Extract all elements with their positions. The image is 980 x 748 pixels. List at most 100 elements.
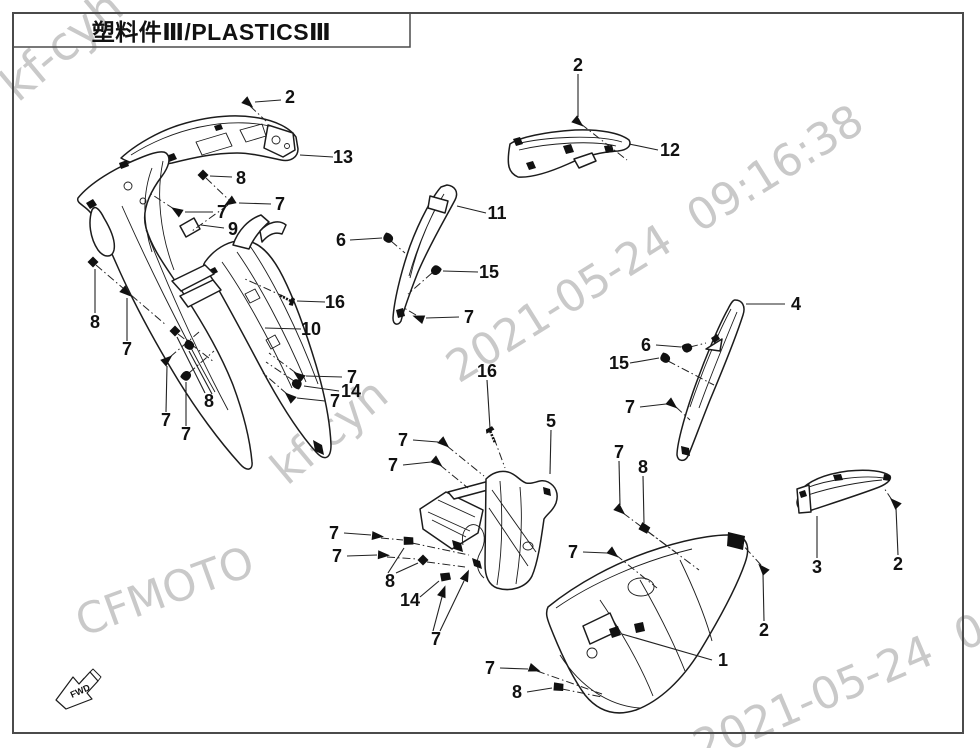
callout-label-12: 12 <box>660 140 680 160</box>
callout-label-6: 6 <box>641 335 651 355</box>
part-1-side-panel <box>545 532 749 714</box>
leader-line <box>499 667 529 670</box>
leader-line <box>402 461 432 466</box>
callout-label-7: 7 <box>330 391 340 411</box>
fastener-clip-icon <box>638 522 651 534</box>
leader-line <box>642 475 645 524</box>
callout-label-7: 7 <box>388 455 398 475</box>
fastener-axis-line <box>390 240 406 254</box>
callout-label-10: 10 <box>301 319 321 339</box>
callout-label-7: 7 <box>614 442 624 462</box>
callout-label-2: 2 <box>285 87 295 107</box>
leader-line <box>299 154 334 158</box>
fastener-axis-line <box>191 204 229 232</box>
leader-line <box>254 99 282 103</box>
leader-line <box>629 357 660 364</box>
part-11-front-trim <box>392 184 458 325</box>
fastener-tri-icon <box>284 392 297 404</box>
callout-label-13: 13 <box>333 147 353 167</box>
callout-label-7: 7 <box>329 523 339 543</box>
callout-label-3: 3 <box>812 557 822 577</box>
fastener-axis-line <box>561 688 603 698</box>
callout-label-8: 8 <box>638 457 648 477</box>
callout-label-9: 9 <box>228 219 238 239</box>
fastener-axis-line <box>249 105 267 122</box>
callout-label-7: 7 <box>431 629 441 649</box>
callout-label-7: 7 <box>485 658 495 678</box>
leader-line <box>582 551 608 554</box>
leader-line <box>305 375 343 378</box>
fastener-dome-icon <box>681 343 693 353</box>
fastener-axis-line <box>205 177 230 201</box>
fastener-axis-line <box>177 333 215 363</box>
leader-line <box>655 344 682 348</box>
leader-line <box>526 687 553 693</box>
callout-label-7: 7 <box>275 194 285 214</box>
leader-line <box>343 532 372 536</box>
callout-label-2: 2 <box>573 55 583 75</box>
fastener-axis-line <box>407 272 433 295</box>
fastener-tri-icon <box>119 285 132 297</box>
leader-line <box>639 403 667 408</box>
fastener-tri-icon <box>890 498 902 510</box>
fastener-axis-line <box>646 530 700 571</box>
leader-line <box>387 547 405 574</box>
fastener-clip-icon <box>553 682 564 691</box>
callout-label-7: 7 <box>398 430 408 450</box>
callout-label-7: 7 <box>181 424 191 444</box>
fastener-dia-icon <box>169 325 181 337</box>
fastener-axis-line <box>667 360 715 386</box>
leader-line <box>349 237 383 241</box>
fastener-clip-icon <box>403 536 414 545</box>
fastener-tri-icon <box>613 503 626 515</box>
callout-label-16: 16 <box>325 292 345 312</box>
callout-label-14: 14 <box>341 381 361 401</box>
leader-line <box>395 562 419 574</box>
fastener-axis-line <box>386 556 418 560</box>
leader-line <box>549 429 552 475</box>
fastener-dome-icon <box>184 339 195 350</box>
part-5-center-console <box>419 470 558 591</box>
fastener-tri-icon <box>293 371 306 383</box>
fastener-tri-icon <box>459 569 469 583</box>
callout-label-2: 2 <box>759 620 769 640</box>
callout-label-6: 6 <box>336 230 346 250</box>
fastener-axis-line <box>244 278 286 298</box>
callout-label-14: 14 <box>400 590 420 610</box>
callout-label-7: 7 <box>464 307 474 327</box>
leader-line <box>238 202 272 205</box>
title-box-border <box>12 12 411 48</box>
part-12-upper-panel <box>507 129 631 178</box>
callout-label-7: 7 <box>625 397 635 417</box>
callout-label-8: 8 <box>204 391 214 411</box>
leader-line <box>486 379 491 429</box>
fastener-axis-line <box>265 361 295 382</box>
title-box: 塑料件Ⅲ/PLASTICSⅢ <box>13 13 410 47</box>
leader-line <box>456 205 487 214</box>
fastener-axis-line <box>439 464 469 489</box>
fastener-tri-icon <box>571 115 584 127</box>
callout-label-4: 4 <box>791 294 801 314</box>
page-title: 塑料件Ⅲ/PLASTICSⅢ <box>91 19 332 45</box>
fastener-dome-icon <box>383 232 394 243</box>
fastener-dia-icon <box>87 256 99 268</box>
callout-label-7: 7 <box>122 339 132 359</box>
leader-line <box>425 316 460 319</box>
fastener-dia-icon <box>417 554 429 566</box>
part-4-side-trim <box>676 299 745 462</box>
fastener-dome-icon <box>660 352 671 363</box>
part-10-lower-panel <box>202 214 332 459</box>
fastener-axis-line <box>493 437 506 469</box>
fastener-axis-line <box>188 350 215 374</box>
callout-label-8: 8 <box>385 571 395 591</box>
fastener-tri-icon <box>606 546 619 558</box>
callout-label-7: 7 <box>332 546 342 566</box>
callout-label-11: 11 <box>487 203 506 223</box>
part-mid-bracket <box>171 264 222 308</box>
fastener-dome-icon <box>180 370 192 381</box>
leader-line <box>188 350 213 395</box>
fastener-axis-line <box>411 542 470 556</box>
fwd-direction-marker: FWD <box>55 668 102 710</box>
fastener-clip-icon <box>440 572 451 582</box>
